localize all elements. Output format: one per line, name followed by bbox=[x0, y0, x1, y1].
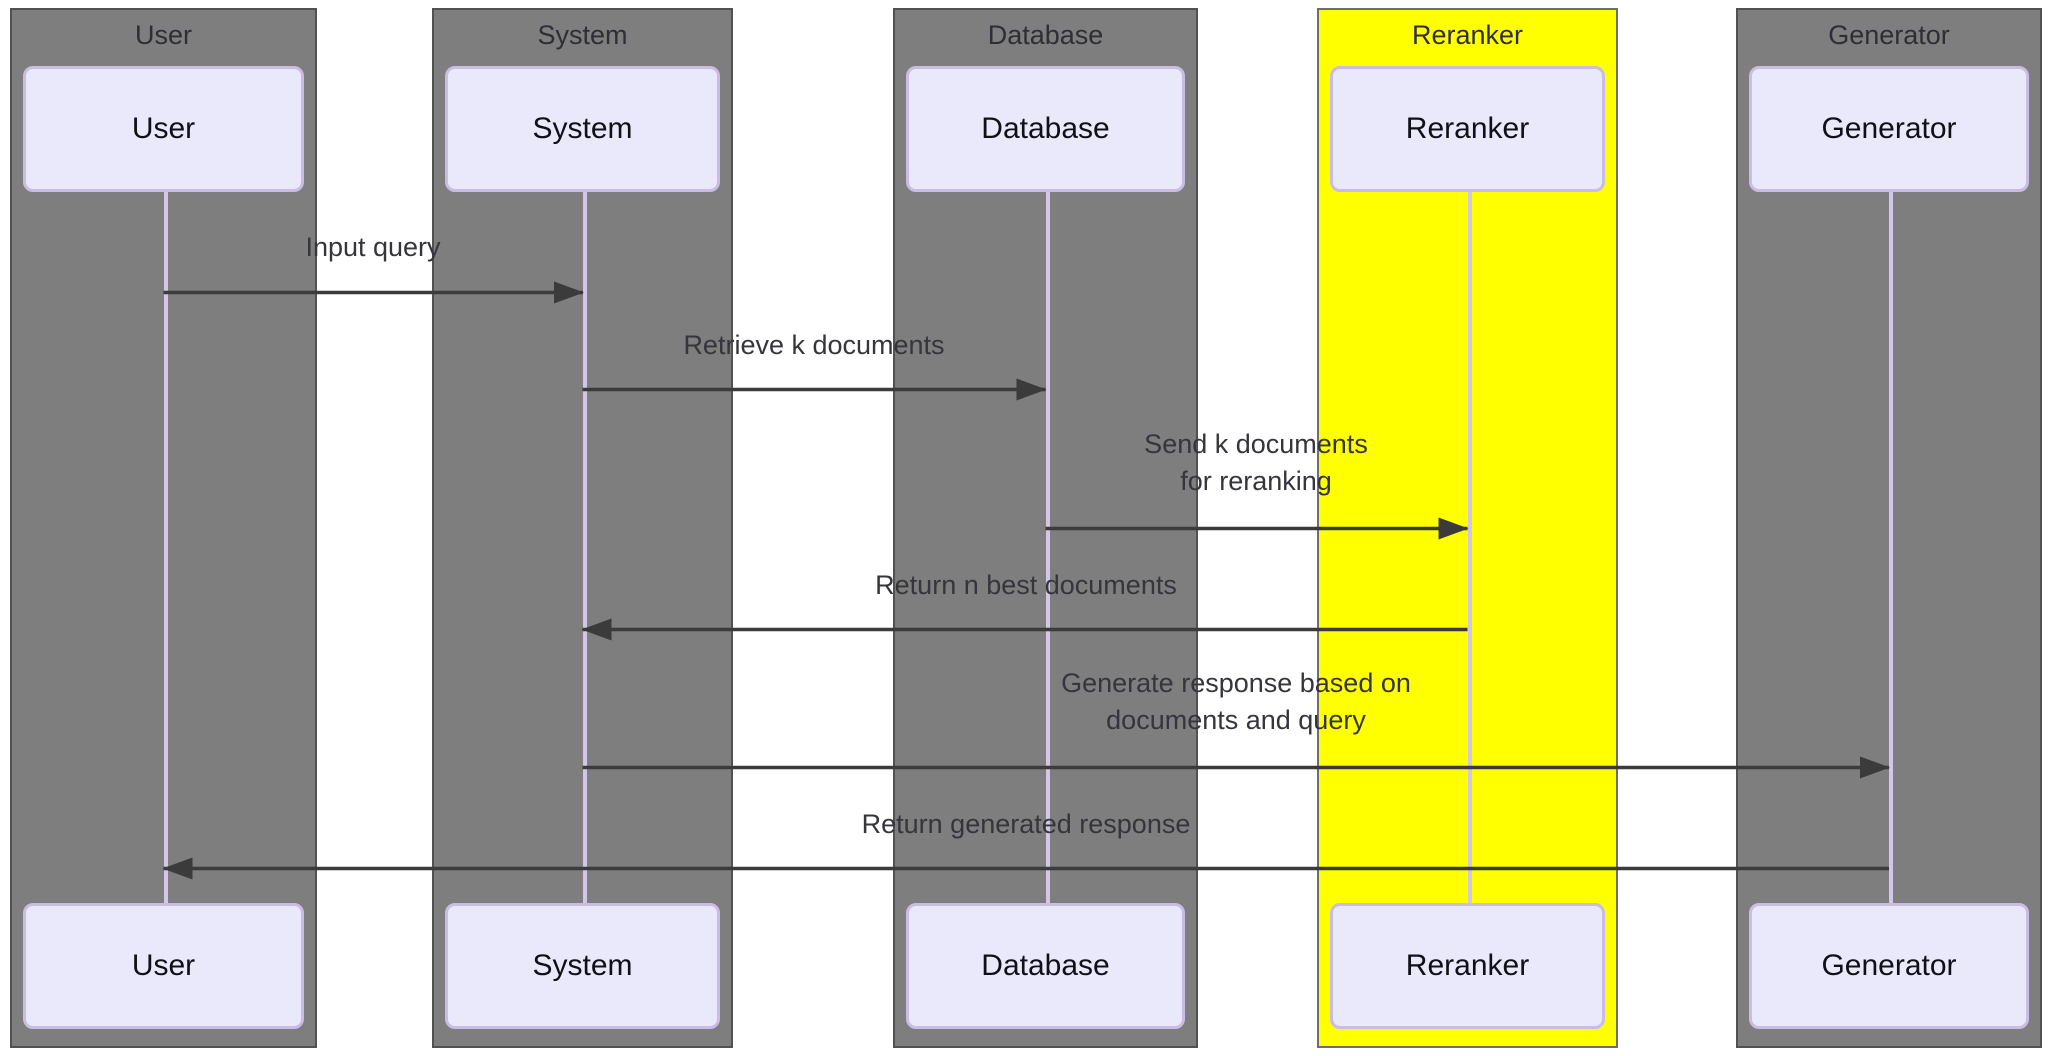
participant-box-bottom-reranker: Reranker bbox=[1330, 903, 1605, 1029]
participant-column-reranker: Reranker Reranker Reranker bbox=[1317, 8, 1618, 1048]
lifeline-generator bbox=[1889, 192, 1893, 910]
message-label-generate-response: Generate response based on documents and… bbox=[1061, 668, 1411, 735]
participant-box-bottom-generator: Generator bbox=[1749, 903, 2029, 1029]
participant-box-top-reranker: Reranker bbox=[1330, 66, 1605, 192]
participant-top-label-user: User bbox=[134, 20, 192, 50]
participant-box-bottom-database: Database bbox=[906, 903, 1185, 1029]
lifeline-database bbox=[1045, 192, 1050, 910]
lifeline-system bbox=[582, 192, 587, 910]
participant-column-system: System System System bbox=[432, 8, 733, 1048]
participant-column-user: User User User bbox=[10, 8, 317, 1048]
message-label-return-generated-response: Return generated response bbox=[861, 809, 1191, 839]
lifeline-user bbox=[163, 192, 168, 910]
participant-top-label-database: Database bbox=[987, 20, 1104, 50]
participant-box-top-database: Database bbox=[906, 66, 1185, 192]
message-label-input-query: Input query bbox=[305, 232, 441, 262]
participant-box-top-generator: Generator bbox=[1749, 66, 2029, 192]
participant-top-label-reranker: Reranker bbox=[1411, 20, 1524, 50]
participant-top-label-generator: Generator bbox=[1828, 20, 1950, 50]
participant-box-top-system: System bbox=[445, 66, 720, 192]
lifeline-reranker bbox=[1467, 192, 1472, 910]
message-label-return-n-best-documents: Return n best documents bbox=[875, 570, 1177, 600]
participant-box-top-user: User bbox=[23, 66, 304, 192]
participant-column-database: Database Database Database bbox=[893, 8, 1198, 1048]
participant-box-bottom-system: System bbox=[445, 903, 720, 1029]
participant-column-generator: Generator Generator Generator bbox=[1736, 8, 2042, 1048]
message-label-retrieve-k-documents: Retrieve k documents bbox=[683, 330, 945, 360]
participant-box-bottom-user: User bbox=[23, 903, 304, 1029]
participant-top-label-system: System bbox=[537, 20, 628, 50]
message-label-send-k-documents: Send k documents for reranking bbox=[1144, 429, 1368, 496]
